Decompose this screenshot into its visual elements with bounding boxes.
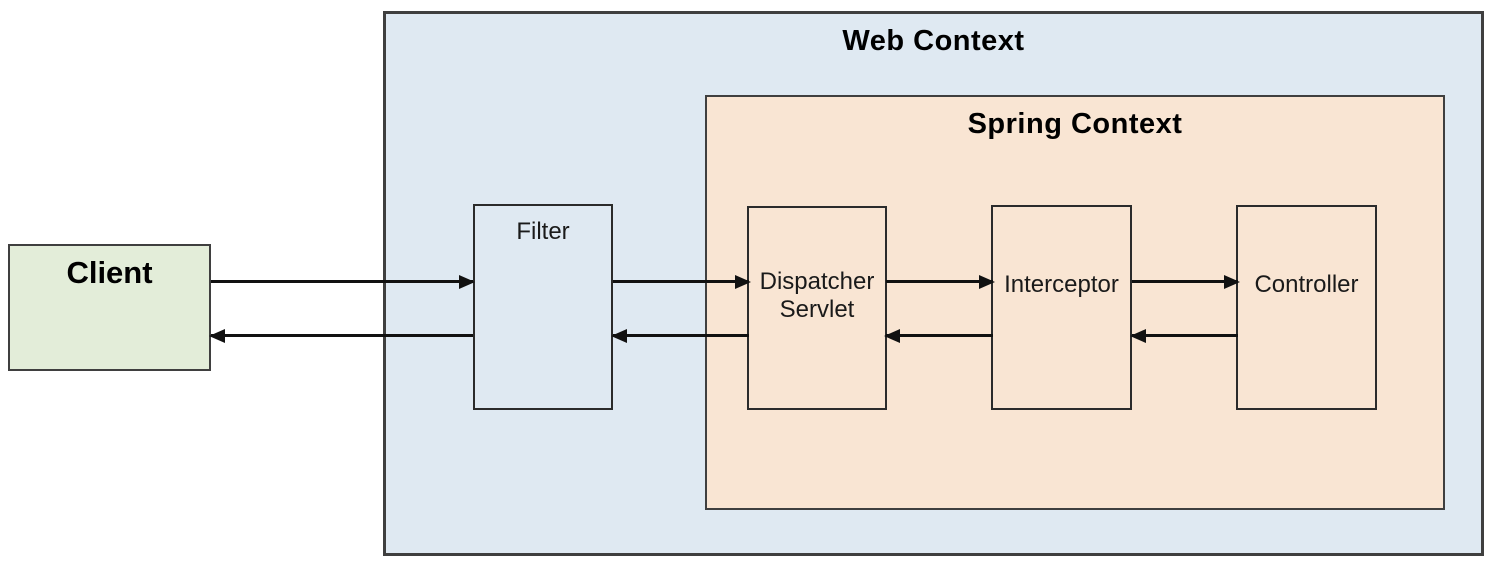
filter-label: Filter	[516, 218, 570, 245]
dispatcher-servlet-node: Dispatcher Servlet	[747, 206, 887, 410]
filter-node: Filter	[473, 204, 613, 410]
arrow-dispatcher-to-filter	[611, 328, 749, 343]
arrow-interceptor-to-controller	[1132, 274, 1240, 289]
controller-label: Controller	[1254, 271, 1359, 298]
arrowhead-right-icon	[735, 274, 751, 289]
arrow-controller-to-interceptor	[1130, 328, 1238, 343]
spring-context-title: Spring Context	[967, 108, 1183, 140]
arrowhead-left-icon	[209, 328, 225, 343]
arrow-filter-to-dispatcher	[613, 274, 751, 289]
interceptor-node: Interceptor	[991, 205, 1132, 410]
arrow-dispatcher-to-interceptor	[886, 274, 995, 289]
arrowhead-left-icon	[884, 328, 900, 343]
dispatcher-servlet-label: Dispatcher Servlet	[759, 268, 875, 323]
arrowhead-right-icon	[459, 274, 475, 289]
arrowhead-right-icon	[1224, 274, 1240, 289]
interceptor-label: Interceptor	[1004, 271, 1119, 298]
client-label: Client	[66, 255, 153, 290]
arrowhead-left-icon	[1130, 328, 1146, 343]
controller-node: Controller	[1236, 205, 1377, 410]
client-node: Client	[8, 244, 211, 371]
arrowhead-left-icon	[611, 328, 627, 343]
arrow-client-to-filter	[211, 274, 475, 289]
web-context-title: Web Context	[842, 25, 1025, 57]
arrow-interceptor-to-dispatcher	[884, 328, 993, 343]
arrowhead-right-icon	[979, 274, 995, 289]
arrow-filter-to-client	[209, 328, 473, 343]
